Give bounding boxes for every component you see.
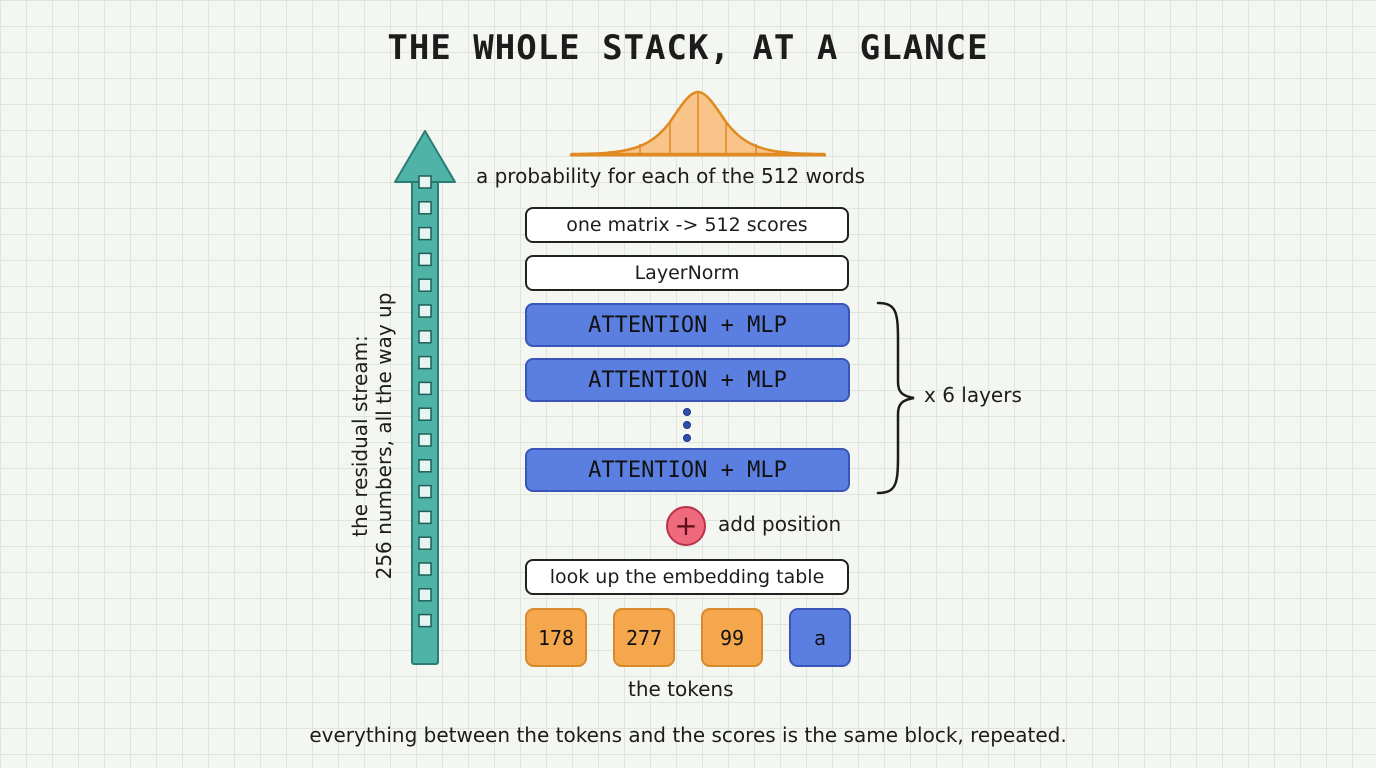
- layernorm-box: LayerNorm: [525, 255, 849, 291]
- plus-icon: +: [666, 506, 706, 546]
- unembedding-label: one matrix -> 512 scores: [566, 214, 808, 236]
- token-box: 277: [613, 608, 675, 667]
- transformer-layer: ATTENTION + MLP: [525, 448, 850, 492]
- residual-cell: [418, 330, 432, 344]
- output-probability-label: a probability for each of the 512 words: [476, 164, 866, 188]
- residual-cell: [418, 175, 432, 189]
- residual-cell: [418, 459, 432, 473]
- residual-label-line1: the residual stream:: [348, 335, 372, 537]
- residual-cell: [418, 407, 432, 421]
- residual-cell: [418, 201, 432, 215]
- residual-stream-arrow: [394, 130, 456, 665]
- layer-label: ATTENTION + MLP: [588, 312, 787, 338]
- token-text: 178: [537, 625, 575, 650]
- residual-cell: [418, 433, 432, 447]
- residual-cell: [418, 588, 432, 602]
- layers-brace: [876, 301, 915, 495]
- transformer-layer: ATTENTION + MLP: [525, 358, 850, 402]
- embedding-label: look up the embedding table: [549, 566, 825, 588]
- residual-cell: [418, 613, 432, 628]
- residual-cell: [418, 304, 432, 318]
- residual-cell: [418, 381, 432, 396]
- residual-cell: [418, 562, 432, 576]
- page-title: THE WHOLE STACK, AT A GLANCE: [387, 28, 989, 68]
- token-text: 99: [719, 625, 745, 650]
- token-box: 178: [525, 608, 587, 667]
- ellipsis-dots: [683, 408, 691, 447]
- add-position-label: add position: [718, 512, 842, 536]
- residual-cell: [418, 226, 432, 241]
- token-text: a: [813, 625, 827, 650]
- embedding-box: look up the embedding table: [525, 559, 849, 595]
- residual-label-line2: 256 numbers, all the way up: [372, 292, 396, 580]
- residual-cell: [418, 510, 432, 525]
- footer-caption: everything between the tokens and the sc…: [309, 723, 1067, 747]
- layernorm-label: LayerNorm: [634, 262, 740, 284]
- token-box: 99: [701, 608, 763, 667]
- tokens-label: the tokens: [628, 677, 734, 701]
- layers-count-label: x 6 layers: [924, 383, 1022, 407]
- residual-cell: [418, 484, 432, 499]
- probability-distribution-icon: [570, 90, 826, 157]
- unembedding-box: one matrix -> 512 scores: [525, 207, 849, 243]
- residual-cell: [418, 355, 432, 370]
- residual-cell: [418, 278, 432, 292]
- layer-label: ATTENTION + MLP: [588, 457, 787, 483]
- token-text: 277: [625, 625, 663, 650]
- residual-cell: [418, 252, 432, 267]
- layer-label: ATTENTION + MLP: [588, 367, 787, 393]
- transformer-layer: ATTENTION + MLP: [525, 303, 850, 347]
- token-box: a: [789, 608, 851, 667]
- residual-cell: [418, 536, 432, 550]
